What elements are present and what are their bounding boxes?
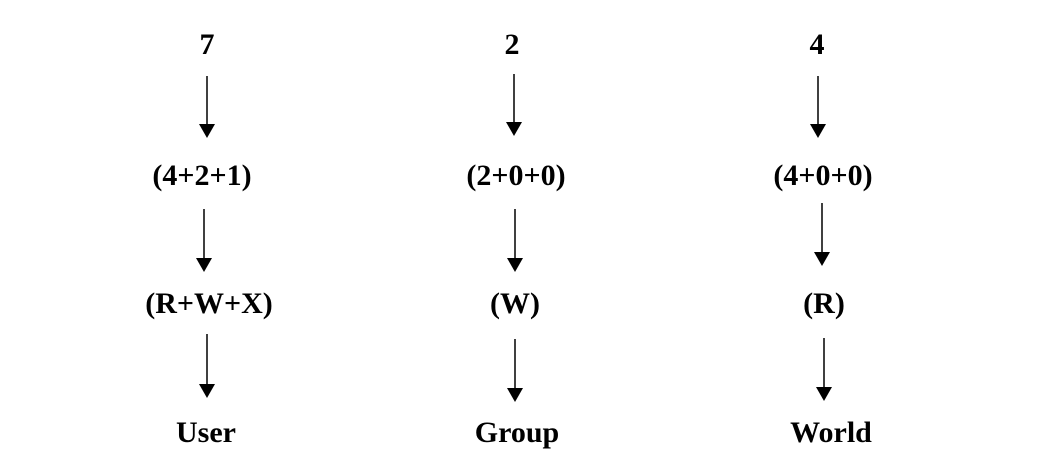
- column-user: 7 (4+2+1) (R+W+X) User: [145, 28, 273, 449]
- arrow-perms-to-role-user: [199, 334, 215, 398]
- digit-user: 7: [200, 28, 215, 61]
- role-user: User: [176, 416, 236, 449]
- digit-world: 4: [810, 28, 825, 61]
- arrow-digit-to-sum-group: [506, 74, 522, 136]
- perms-group: (W): [490, 287, 540, 320]
- sum-user: (4+2+1): [152, 159, 251, 192]
- arrow-perms-to-role-group: [507, 339, 523, 402]
- arrow-perms-to-role-world: [816, 338, 832, 401]
- arrow-sum-to-perms-user: [196, 209, 212, 272]
- perms-user: (R+W+X): [145, 287, 273, 320]
- column-world: 4 (4+0+0) (R) World: [773, 28, 872, 449]
- sum-world: (4+0+0): [773, 159, 872, 192]
- arrow-sum-to-perms-group: [507, 209, 523, 272]
- digit-group: 2: [505, 28, 520, 61]
- arrow-sum-to-perms-world: [814, 203, 830, 266]
- sum-group: (2+0+0): [466, 159, 565, 192]
- arrow-digit-to-sum-user: [199, 76, 215, 138]
- arrow-digit-to-sum-world: [810, 76, 826, 138]
- role-group: Group: [475, 416, 559, 449]
- perms-world: (R): [803, 287, 845, 320]
- role-world: World: [790, 416, 872, 449]
- column-group: 2 (2+0+0) (W) Group: [466, 28, 565, 449]
